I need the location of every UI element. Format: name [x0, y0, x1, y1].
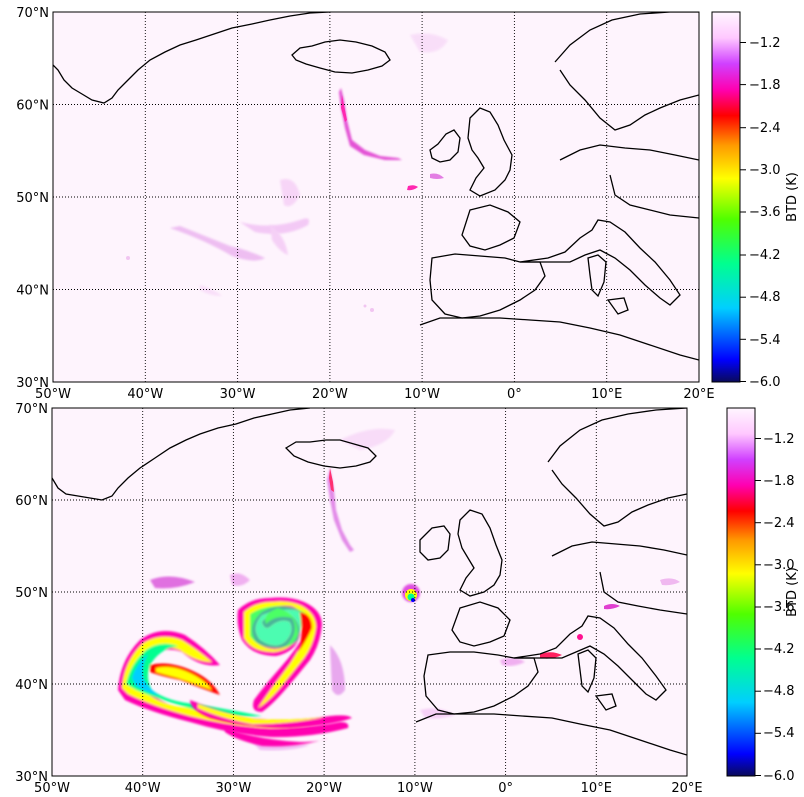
x-tick-label: 20°W: [312, 387, 348, 402]
colorbar-ticks: [755, 438, 761, 776]
x-tick-label: 30°W: [220, 387, 256, 402]
map-frame: [52, 11, 700, 383]
coastlines-bottom: [52, 408, 687, 756]
colorbar-gradient: [711, 11, 741, 383]
grid-bottom: [52, 408, 687, 776]
y-tick-labels-bottom: 30°N 40°N 50°N 60°N 70°N: [15, 402, 48, 785]
colorbar-tick-label: −1.2: [749, 36, 781, 51]
y-tick-label: 30°N: [16, 376, 49, 391]
colorbar-tick-label: −4.8: [749, 290, 781, 305]
colorbar-tick-label: −2.4: [763, 516, 795, 531]
colorbar-tick-label: −4.8: [763, 684, 795, 699]
colorbar-tick-label: −3.0: [749, 163, 781, 178]
x-tick-label: 20°W: [306, 781, 342, 796]
colorbar-gradient: [726, 407, 756, 777]
y-tick-labels-top: 30°N 40°N 50°N 60°N 70°N: [16, 6, 49, 391]
y-tick-label: 40°N: [15, 678, 48, 693]
y-tick-label: 70°N: [15, 402, 48, 417]
x-tick-label: 0°: [498, 781, 513, 796]
x-tick-label: 20°E: [671, 781, 702, 796]
colorbar-tick-label: −1.8: [749, 78, 781, 93]
x-tick-labels-bottom: 50°W 40°W 30°W 20°W 10°W 0° 10°E 20°E: [34, 781, 703, 796]
map-frame: [51, 407, 688, 777]
map-panel-bottom: 50°W 40°W 30°W 20°W 10°W 0° 10°E 20°E 30…: [15, 402, 800, 796]
y-tick-label: 50°N: [16, 191, 49, 206]
y-tick-label: 60°N: [15, 494, 48, 509]
x-tick-label: 10°W: [404, 387, 440, 402]
y-tick-label: 30°N: [15, 770, 48, 785]
colorbar-tick-label: −4.2: [763, 642, 795, 657]
colorbar-tick-label: −3.6: [763, 600, 795, 615]
colorbar-tick-label: −1.2: [763, 432, 795, 447]
coastlines-top: [53, 12, 699, 361]
colorbar-bottom: −1.2 −1.8 −2.4 −3.0 −3.6 −4.2 −4.8 −5.4 …: [726, 407, 800, 784]
btd-field-bottom: [118, 428, 680, 751]
x-tick-label: 10°W: [397, 781, 433, 796]
colorbar-ticks: [740, 42, 746, 382]
map-background: [53, 12, 699, 382]
colorbar-tick-label: −3.6: [749, 205, 781, 220]
colorbar-tick-label: −3.0: [763, 558, 795, 573]
y-tick-label: 40°N: [16, 284, 49, 299]
x-tick-label: 50°W: [35, 387, 71, 402]
colorbar-tick-label: −1.8: [763, 474, 795, 489]
x-tick-label: 10°E: [591, 387, 622, 402]
x-tick-label: 50°W: [34, 781, 70, 796]
btd-field-top: [126, 33, 448, 312]
x-tick-label: 30°W: [215, 781, 251, 796]
colorbar-tick-label: −6.0: [763, 769, 795, 784]
colorbar-label: BTD (K): [785, 172, 800, 222]
y-tick-label: 50°N: [15, 586, 48, 601]
y-tick-label: 70°N: [16, 6, 49, 21]
x-tick-label: 40°W: [125, 781, 161, 796]
colorbar-top: −1.2 −1.8 −2.4 −3.0 −3.6 −4.2 −4.8 −5.4 …: [711, 11, 800, 390]
colorbar-tick-label: −4.2: [749, 248, 781, 263]
map-panel-top: 50°W 40°W 30°W 20°W 10°W 0° 10°E 20°E 30…: [16, 6, 800, 402]
colorbar-tick-label: −5.4: [749, 333, 781, 348]
x-tick-label: 20°E: [683, 387, 714, 402]
x-tick-labels-top: 50°W 40°W 30°W 20°W 10°W 0° 10°E 20°E: [35, 387, 715, 402]
x-tick-label: 10°E: [581, 781, 612, 796]
y-tick-label: 60°N: [16, 99, 49, 114]
x-tick-label: 40°W: [127, 387, 163, 402]
colorbar-label: BTD (K): [785, 567, 800, 617]
colorbar-tick-label: −6.0: [749, 375, 781, 390]
x-tick-label: 0°: [507, 387, 522, 402]
colorbar-tick-label: −5.4: [763, 726, 795, 741]
colorbar-tick-label: −2.4: [749, 121, 781, 136]
